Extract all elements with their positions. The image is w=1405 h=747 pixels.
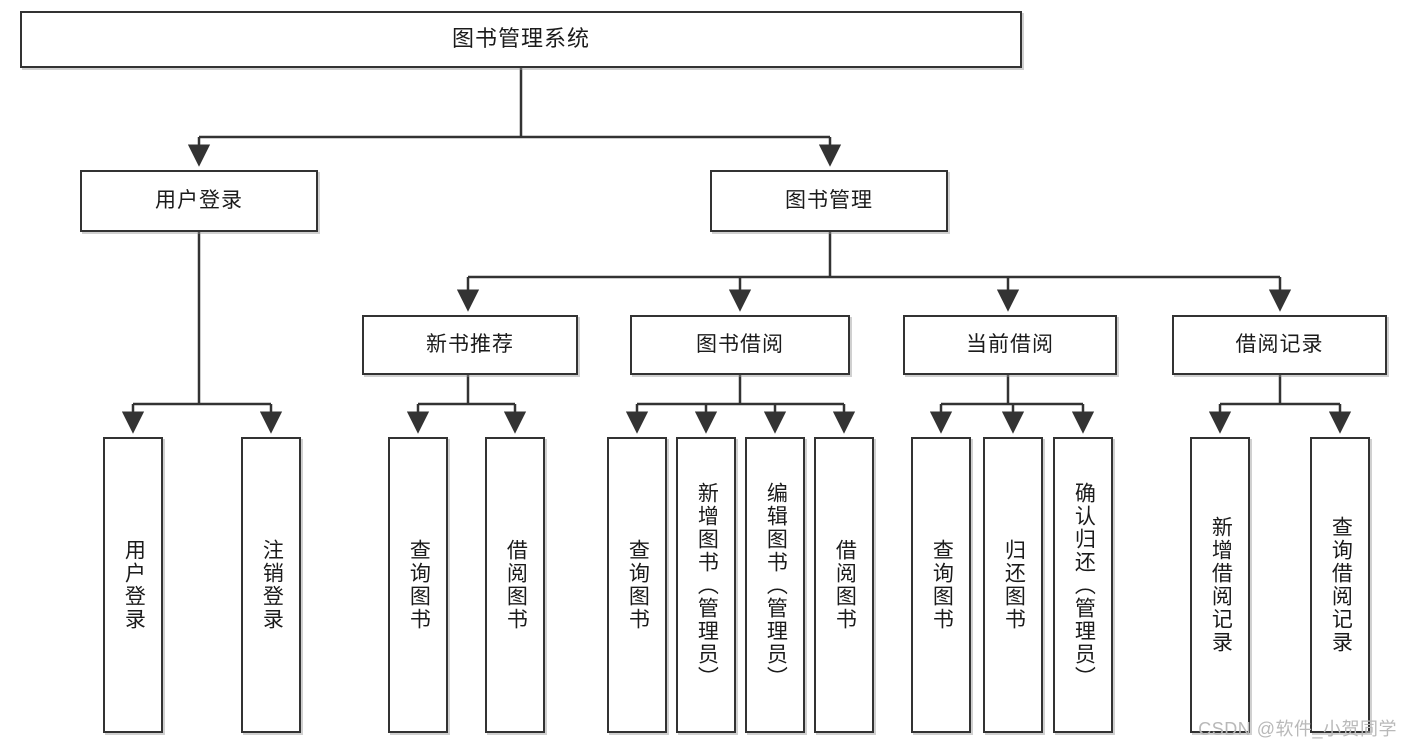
node-leaf-query-borrow-record[interactable]: 查询借阅记录 xyxy=(1310,437,1370,733)
node-root[interactable]: 图书管理系统 xyxy=(20,11,1022,68)
node-leaf-query-book-1-label: 查询图书 xyxy=(407,539,431,631)
node-leaf-query-book-3-label: 查询图书 xyxy=(930,539,954,631)
node-leaf-user-login[interactable]: 用户登录 xyxy=(103,437,163,733)
node-user-login-label: 用户登录 xyxy=(155,189,243,213)
node-user-login[interactable]: 用户登录 xyxy=(80,170,318,232)
node-current-borrow[interactable]: 当前借阅 xyxy=(903,315,1117,375)
node-leaf-borrow-book-2[interactable]: 借阅图书 xyxy=(814,437,874,733)
node-book-borrow-label: 图书借阅 xyxy=(696,333,784,357)
node-leaf-confirm-return-admin[interactable]: 确认归还（管理员） xyxy=(1053,437,1113,733)
node-leaf-query-book-3[interactable]: 查询图书 xyxy=(911,437,971,733)
csdn-watermark: CSDN @软件_小贺同学 xyxy=(1198,719,1397,739)
node-leaf-borrow-book-1-label: 借阅图书 xyxy=(504,539,528,631)
node-borrow-record-label: 借阅记录 xyxy=(1235,333,1324,357)
node-book-borrow[interactable]: 图书借阅 xyxy=(630,315,850,375)
node-leaf-query-book-2-label: 查询图书 xyxy=(626,539,650,631)
node-leaf-borrow-book-1[interactable]: 借阅图书 xyxy=(485,437,545,733)
node-leaf-borrow-book-2-label: 借阅图书 xyxy=(833,539,857,631)
node-new-book-recommend-label: 新书推荐 xyxy=(426,333,514,357)
node-leaf-query-borrow-record-label: 查询借阅记录 xyxy=(1329,516,1353,654)
node-borrow-record[interactable]: 借阅记录 xyxy=(1172,315,1387,375)
node-leaf-confirm-return-admin-label: 确认归还（管理员） xyxy=(1072,481,1096,689)
node-leaf-query-book-1[interactable]: 查询图书 xyxy=(388,437,448,733)
node-leaf-logout-label: 注销登录 xyxy=(260,539,284,631)
node-current-borrow-label: 当前借阅 xyxy=(966,333,1054,357)
node-leaf-edit-book-admin-label: 编辑图书（管理员） xyxy=(764,481,788,689)
node-book-manage-label: 图书管理 xyxy=(785,189,873,213)
node-root-label: 图书管理系统 xyxy=(451,26,590,52)
node-leaf-return-book-label: 归还图书 xyxy=(1002,539,1026,631)
node-new-book-recommend[interactable]: 新书推荐 xyxy=(362,315,578,375)
node-leaf-logout[interactable]: 注销登录 xyxy=(241,437,301,733)
node-leaf-edit-book-admin[interactable]: 编辑图书（管理员） xyxy=(745,437,805,733)
node-leaf-return-book[interactable]: 归还图书 xyxy=(983,437,1043,733)
node-leaf-add-borrow-record[interactable]: 新增借阅记录 xyxy=(1190,437,1250,733)
node-leaf-add-book-admin-label: 新增图书（管理员） xyxy=(695,481,719,689)
node-leaf-query-book-2[interactable]: 查询图书 xyxy=(607,437,667,733)
node-leaf-add-borrow-record-label: 新增借阅记录 xyxy=(1209,516,1233,654)
node-leaf-add-book-admin[interactable]: 新增图书（管理员） xyxy=(676,437,736,733)
node-leaf-user-login-label: 用户登录 xyxy=(122,539,146,631)
node-book-manage[interactable]: 图书管理 xyxy=(710,170,948,232)
